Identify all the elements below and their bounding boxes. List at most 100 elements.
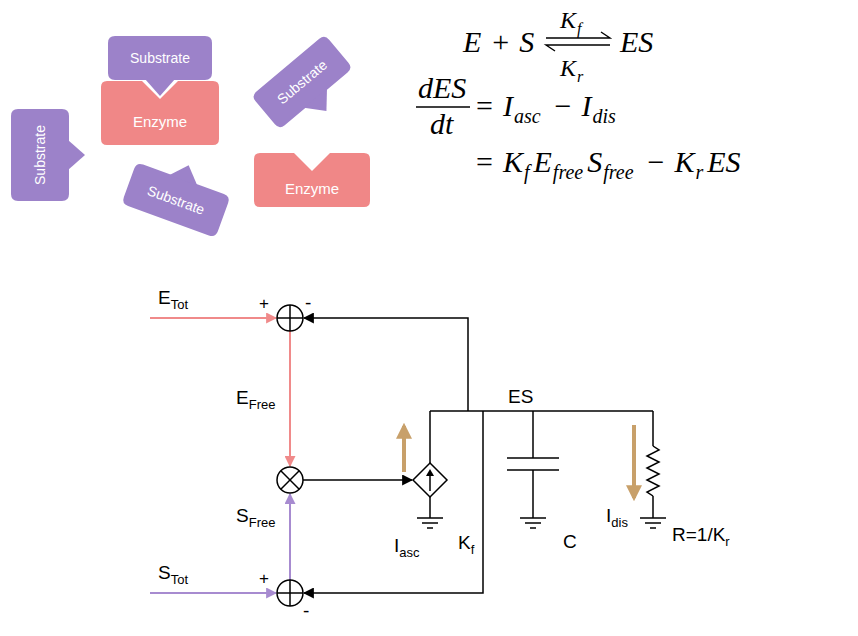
math-symbol: dt [430, 109, 453, 139]
signal-label: S [236, 506, 249, 525]
capacitor-symbol [507, 411, 559, 528]
math-symbol: K [674, 147, 694, 177]
enzyme-shape: Enzyme [254, 153, 370, 207]
math-operator: + [492, 27, 509, 57]
math-operator: = [476, 147, 493, 177]
reverse-harpoon [546, 45, 610, 51]
enzyme-body [101, 81, 219, 145]
resistor-zigzag [647, 446, 659, 496]
math-symbol: r [577, 69, 583, 85]
substrate-label: Substrate [130, 50, 190, 66]
signal-subscript: r [725, 535, 729, 548]
ground-line [422, 522, 438, 524]
wire [429, 411, 431, 463]
substrate-tip [169, 160, 203, 185]
enzyme-label: Enzyme [285, 180, 339, 197]
summing-junction [277, 580, 303, 606]
capacitor-plate [507, 457, 559, 459]
math-symbol: S [587, 147, 602, 177]
signal-subscript: Tot [171, 298, 188, 311]
math-symbol: I [582, 91, 592, 121]
es-wire [430, 410, 653, 412]
signal-subscript: Free [249, 516, 276, 529]
signal-subscript: Free [249, 398, 276, 411]
signal-label: S [158, 563, 171, 582]
ground-line [645, 522, 661, 524]
junction-circle [277, 305, 303, 331]
ground-line [427, 527, 433, 529]
dependent-source-diamond [413, 463, 447, 497]
signal-label: E [236, 388, 249, 407]
substrate-shape: Substrate [108, 36, 212, 80]
math-symbol: K [560, 8, 576, 32]
ground-line [520, 517, 546, 519]
signal-label: E [158, 288, 171, 307]
math-symbol: r [695, 162, 703, 182]
substrate-tip [68, 140, 85, 170]
control-wire [303, 479, 412, 481]
wire [532, 470, 534, 518]
signal-label: + [259, 295, 269, 312]
multiplier-cross [281, 471, 299, 489]
math-symbol: E [534, 147, 552, 177]
ground-line [530, 527, 536, 529]
signal-label: K [458, 533, 471, 552]
substrate-label: Substrate [32, 125, 48, 185]
math-operator: − [648, 147, 665, 177]
ground-line [640, 517, 666, 519]
ground-symbol [417, 518, 443, 528]
substrate-body [108, 36, 212, 80]
current-arrow [632, 425, 636, 498]
signal-label: - [303, 601, 309, 620]
ground-line [650, 527, 656, 529]
substrate-shape: Substrate [11, 109, 69, 201]
e-total-arrow [150, 317, 276, 319]
wire [429, 497, 431, 518]
math-operator: − [555, 91, 572, 121]
signal-label: I [394, 536, 399, 555]
multiplier-circle [277, 467, 303, 493]
enzyme-shape: Enzyme [101, 81, 219, 145]
math-symbol: K [560, 56, 576, 80]
enzyme-label: Enzyme [133, 113, 187, 130]
wire [532, 411, 534, 458]
multiplier-symbol [277, 467, 303, 493]
substrate-body [251, 34, 353, 129]
s-free-arrow [289, 494, 291, 580]
math-symbol: S [519, 27, 534, 57]
math-symbol: ES [707, 147, 740, 177]
resistor-symbol [640, 411, 666, 528]
ground-line [417, 517, 443, 519]
signal-subscript: dis [611, 516, 628, 529]
math-symbol: free [603, 162, 633, 182]
signal-label: R=1/K [672, 525, 725, 544]
enzyme-body [254, 153, 370, 207]
signal-label: I [606, 506, 611, 525]
wire [652, 411, 654, 446]
multiplier-cross [281, 471, 299, 489]
ground-line [525, 522, 541, 524]
signal-label: - [305, 293, 311, 312]
math-operator: = [476, 91, 493, 121]
signal-subscript: f [471, 543, 475, 556]
math-symbol: I [503, 91, 513, 121]
fraction-bar [416, 106, 470, 107]
summing-junction [277, 305, 303, 331]
math-symbol: dES [418, 73, 466, 103]
signal-subscript: Tot [171, 573, 188, 586]
substrate-shape: Substrate [251, 34, 353, 129]
signal-label: C [563, 532, 577, 551]
signal-label: ES [508, 387, 533, 406]
source-arrowhead [426, 469, 434, 476]
s-total-arrow [150, 592, 276, 594]
math-symbol: K [503, 147, 523, 177]
feedback-wire [304, 411, 483, 593]
signal-label: + [259, 570, 269, 587]
junction-circle [277, 580, 303, 606]
substrate-shape: Substrate [121, 162, 230, 238]
math-symbol: f [524, 162, 530, 182]
wire [652, 496, 654, 518]
math-symbol: f [577, 21, 581, 37]
math-symbol: asc [514, 106, 541, 126]
